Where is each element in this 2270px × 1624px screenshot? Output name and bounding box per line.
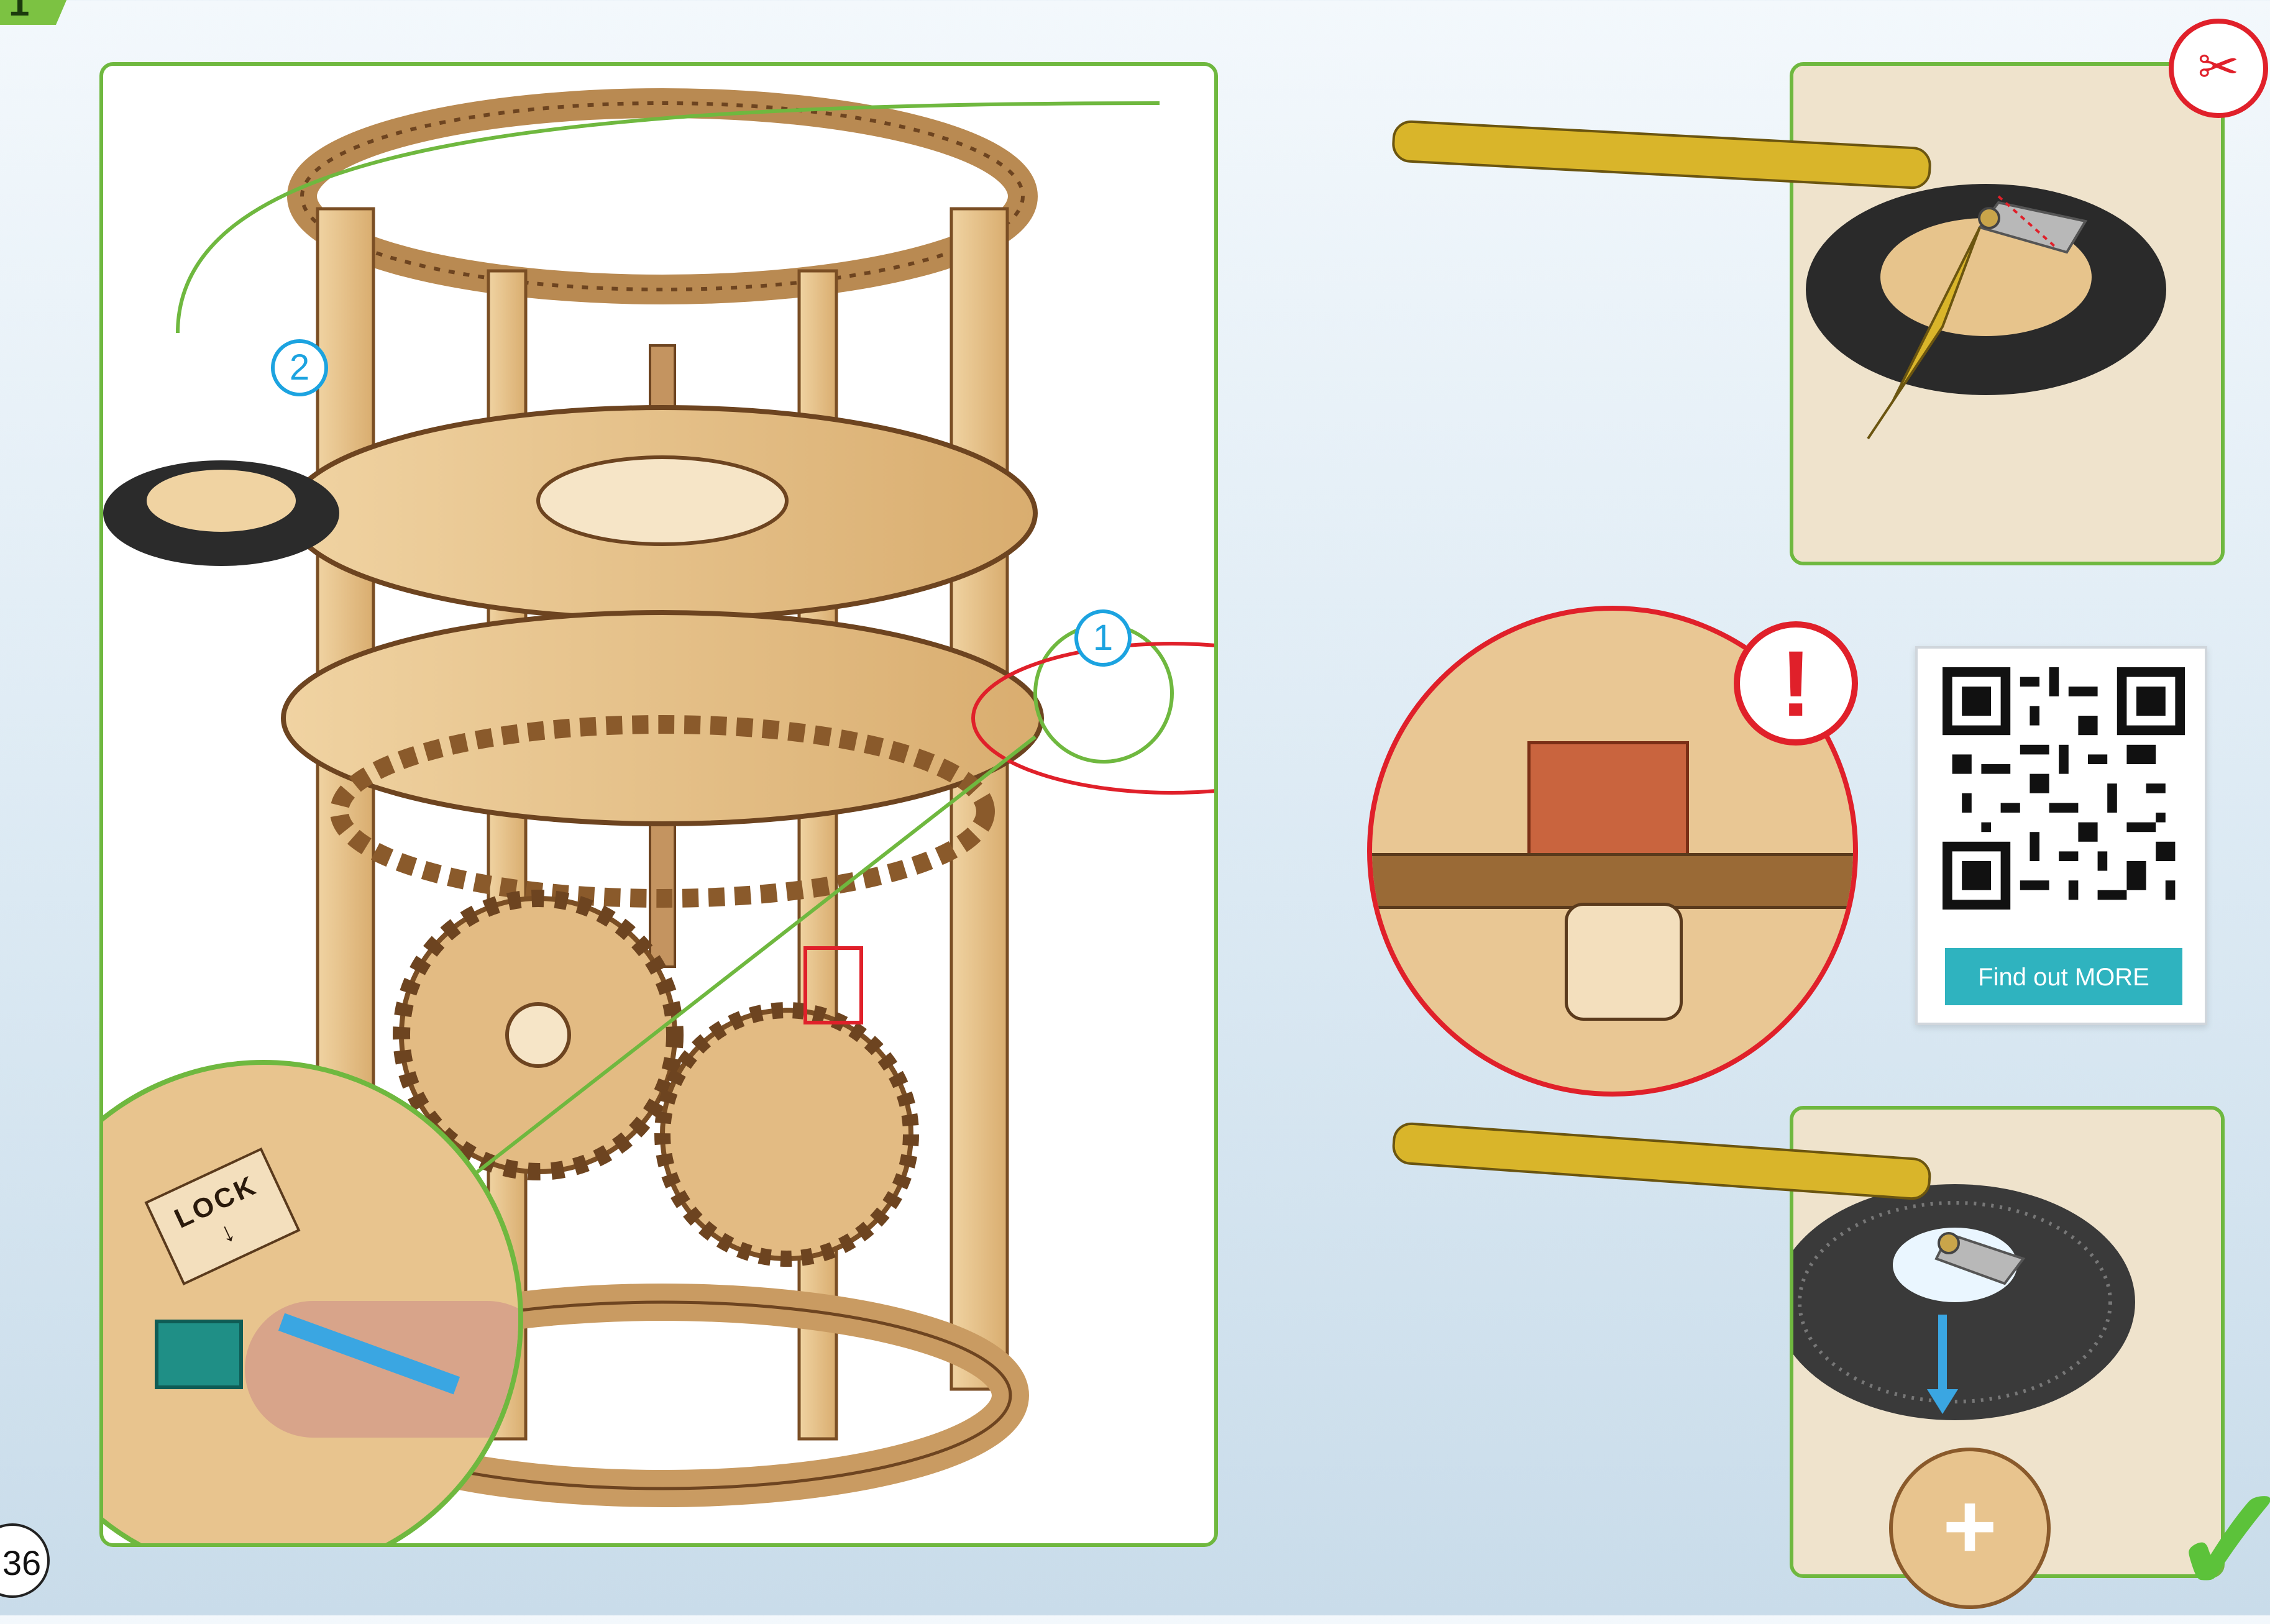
step-number-tab: 1 [0,0,75,25]
lock-slider-button[interactable] [155,1320,243,1389]
callout-number-2: 2 [271,339,328,396]
exclamation-icon: ! [1734,621,1858,746]
qr-code[interactable] [1943,667,2185,910]
scissors-icon: ✂ [2169,19,2268,118]
find-out-more-button[interactable]: Find out MORE [1945,948,2182,1005]
qr-code-card: Find out MORE [1915,646,2207,1025]
callout-number-1: 1 [1074,609,1132,667]
main-assembly-panel: LOCK ↓ 1 2 [99,62,1218,1547]
page-number: 36 [0,1523,50,1598]
pliers-cut-illustration [1793,66,2225,565]
lower-tab [1565,903,1683,1021]
cut-spring-panel [1790,62,2225,565]
step-number: 1 [9,0,29,24]
arrow-down-icon: ↓ [214,1216,240,1250]
horizontal-beam [1372,853,1858,909]
lock-label-plate: LOCK ↓ [144,1147,300,1285]
spring-core-disc: + [1889,1448,2051,1609]
checkmark-icon: ✓ [2169,1472,2270,1609]
